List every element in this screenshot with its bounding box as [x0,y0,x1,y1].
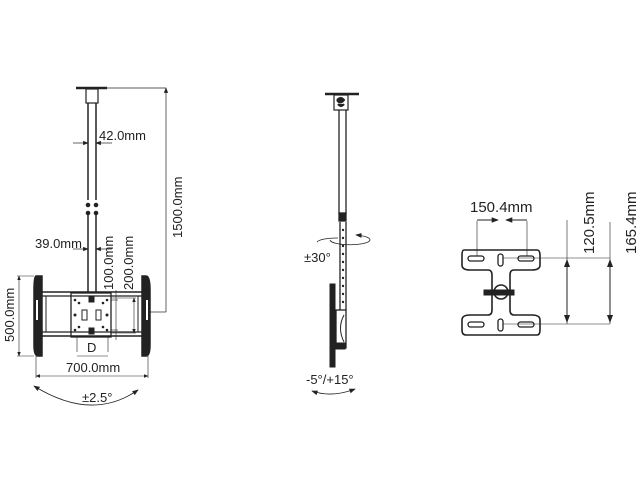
plate-width-label: 150.4mm [470,199,533,216]
pole-lower-width-label: 39.0mm [35,236,82,251]
vesa-horizontal-label: D [87,340,96,355]
vesa-inner-label: 100.0mm [101,236,116,290]
frame-width-label: 700.0mm [66,360,120,375]
ceiling-plate [461,217,613,336]
front-view-labels: 42.0mm 39.0mm 1500.0mm 100.0mm 200.0mm 5… [2,128,185,405]
tilt-label: -5°/+15° [306,372,354,387]
front-view [17,86,169,406]
plate-outer-height-label: 165.4mm [623,191,640,254]
side-view-labels: ±30° -5°/+15° [304,250,354,387]
ceiling-plate-labels: 150.4mm 120.5mm 165.4mm [470,191,640,254]
side-view [311,92,371,396]
vesa-outer-label: 200.0mm [121,236,136,290]
swivel-label: ±30° [304,250,331,265]
frame-height-label: 500.0mm [2,288,17,342]
pole-upper-width-label: 42.0mm [99,128,146,143]
side-tilt-label: ±2.5° [82,390,112,405]
total-height-label: 1500.0mm [170,177,185,238]
plate-inner-height-label: 120.5mm [581,191,598,254]
